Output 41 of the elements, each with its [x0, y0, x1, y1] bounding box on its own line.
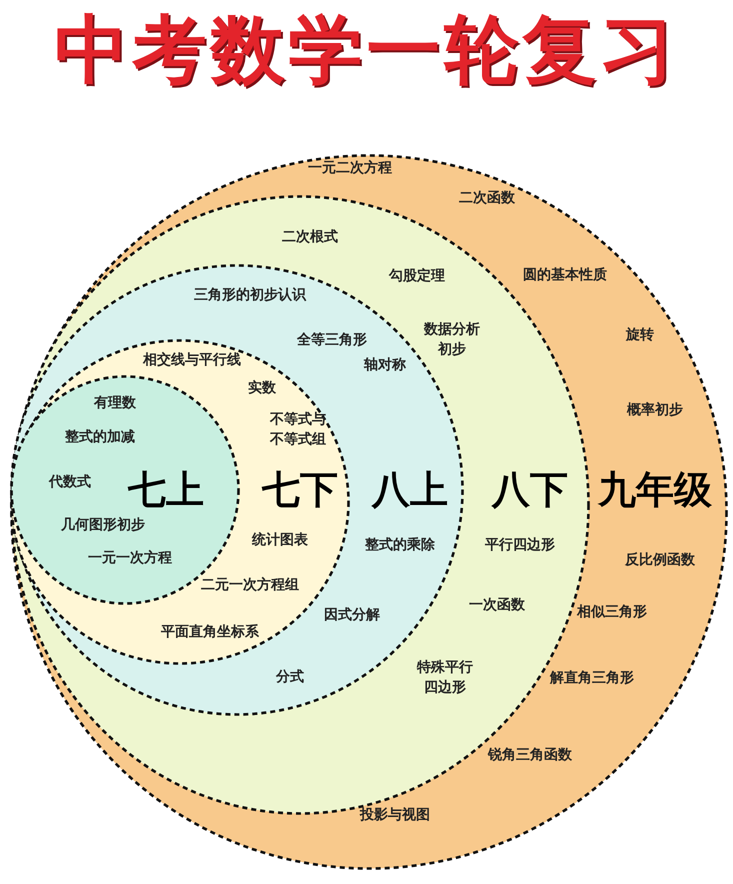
topic-label: 圆的基本性质: [523, 266, 607, 285]
topic-label: 一元一次方程: [88, 548, 172, 568]
topic-label: 平面直角坐标系: [161, 622, 259, 642]
grade-circle: [10, 154, 728, 870]
topic-label: 平行四边形: [485, 536, 555, 555]
topic-label: 三角形的初步认识: [194, 286, 306, 305]
topic-label: 相交线与平行线: [143, 350, 241, 370]
grade-heading: 七下: [262, 466, 338, 514]
grade-heading: 八下: [492, 466, 568, 514]
topic-label: 代数式: [49, 472, 91, 492]
topic-label: 二次根式: [282, 228, 338, 247]
topic-label: 勾股定理: [389, 266, 445, 286]
topic-label: 二元一次方程组: [201, 576, 299, 595]
topic-label: 数据分析初步: [422, 320, 481, 360]
topic-label: 统计图表: [252, 530, 308, 550]
topic-label: 整式的乘除: [365, 536, 435, 555]
topic-label: 反比例函数: [625, 550, 695, 570]
title: 中考数学一轮复习: [54, 6, 680, 94]
topic-label: 全等三角形: [297, 330, 367, 350]
topic-label: 几何图形初步: [61, 516, 145, 535]
topic-label: 锐角三角函数: [488, 746, 572, 765]
topic-label: 投影与视图: [360, 806, 430, 825]
topic-label: 相似三角形: [577, 602, 647, 622]
topic-label: 轴对称: [364, 356, 406, 375]
topic-label: 概率初步: [627, 400, 683, 420]
grade-circle: [10, 375, 240, 605]
topic-label: 整式的加减: [65, 428, 135, 447]
topic-label: 解直角三角形: [550, 668, 634, 688]
topic-label: 因式分解: [324, 606, 380, 625]
grade-heading: 七上: [128, 466, 204, 514]
topic-label: 二次函数: [459, 188, 515, 208]
topic-label: 分式: [276, 668, 304, 687]
grade-heading: 九年级: [598, 466, 712, 514]
topic-label: 有理数: [94, 394, 136, 413]
topic-label: 不等式与不等式组: [268, 410, 327, 450]
grade-heading: 八上: [372, 466, 448, 514]
topic-label: 旋转: [626, 326, 654, 345]
topic-label: 一元二次方程: [308, 158, 392, 178]
topic-label: 实数: [248, 378, 276, 398]
topic-label: 特殊平行四边形: [416, 658, 474, 698]
topic-label: 一次函数: [469, 596, 525, 615]
